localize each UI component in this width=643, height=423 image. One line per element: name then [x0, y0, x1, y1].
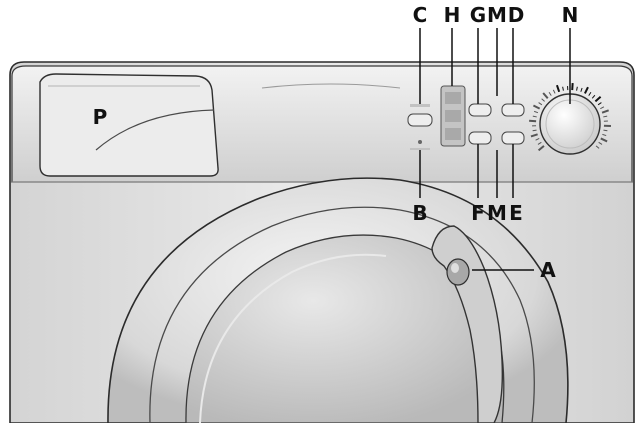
dial-tick: [532, 115, 537, 118]
dial-tick: [562, 86, 564, 91]
dial-tick: [602, 133, 607, 137]
dial-tick: [597, 102, 602, 106]
dial-tick: [600, 106, 605, 110]
indicator-b: [410, 140, 430, 150]
button-g: [468, 103, 492, 117]
dial-tick-marks: [529, 83, 611, 152]
dial-tick: [537, 145, 545, 152]
dial-tick: [535, 137, 540, 141]
dial-tick: [533, 110, 539, 114]
dial-tick: [541, 98, 545, 102]
dial-tick: [598, 141, 603, 145]
dial-tick: [530, 133, 538, 138]
dial-tick: [532, 129, 537, 132]
dial-tick: [537, 141, 542, 145]
dial-tick: [591, 94, 596, 99]
dial-tick: [542, 92, 549, 99]
label-c: C: [413, 3, 428, 27]
button-c: [407, 104, 433, 127]
label-b: B: [412, 201, 427, 225]
label-g: G: [470, 3, 486, 27]
label-d: D: [508, 3, 525, 27]
label-h: H: [444, 3, 461, 27]
label-m-bottom: M: [487, 201, 507, 225]
dial-tick: [603, 115, 608, 118]
label-n: N: [562, 3, 579, 27]
dial-tick: [529, 119, 537, 123]
detergent-drawer: [39, 73, 219, 177]
dial-tick: [584, 86, 589, 94]
dial-tick: [532, 104, 541, 110]
dial-tick: [555, 84, 561, 93]
dial-tick: [576, 86, 578, 91]
dial-tick: [595, 145, 600, 149]
leader-lines: [419, 28, 571, 271]
dial-tick: [601, 109, 609, 114]
label-f: F: [471, 201, 485, 225]
label-p: P: [93, 105, 108, 129]
dial-tick: [588, 92, 592, 96]
dial-tick: [600, 137, 608, 143]
label-m-top: M: [487, 3, 507, 27]
label-a: A: [540, 258, 556, 282]
dial-tick: [580, 87, 583, 92]
programme-dial: [529, 83, 611, 155]
dial-tick: [548, 92, 552, 96]
button-f: [468, 131, 492, 145]
dial-tick: [603, 129, 608, 132]
digital-display: [440, 85, 466, 147]
button-d: [501, 103, 525, 117]
dial-tick: [594, 95, 602, 103]
dial-tick: [552, 89, 556, 94]
dial-tick: [538, 102, 543, 106]
label-e: E: [509, 201, 523, 225]
button-e: [501, 131, 525, 145]
door-handle: [431, 225, 503, 423]
